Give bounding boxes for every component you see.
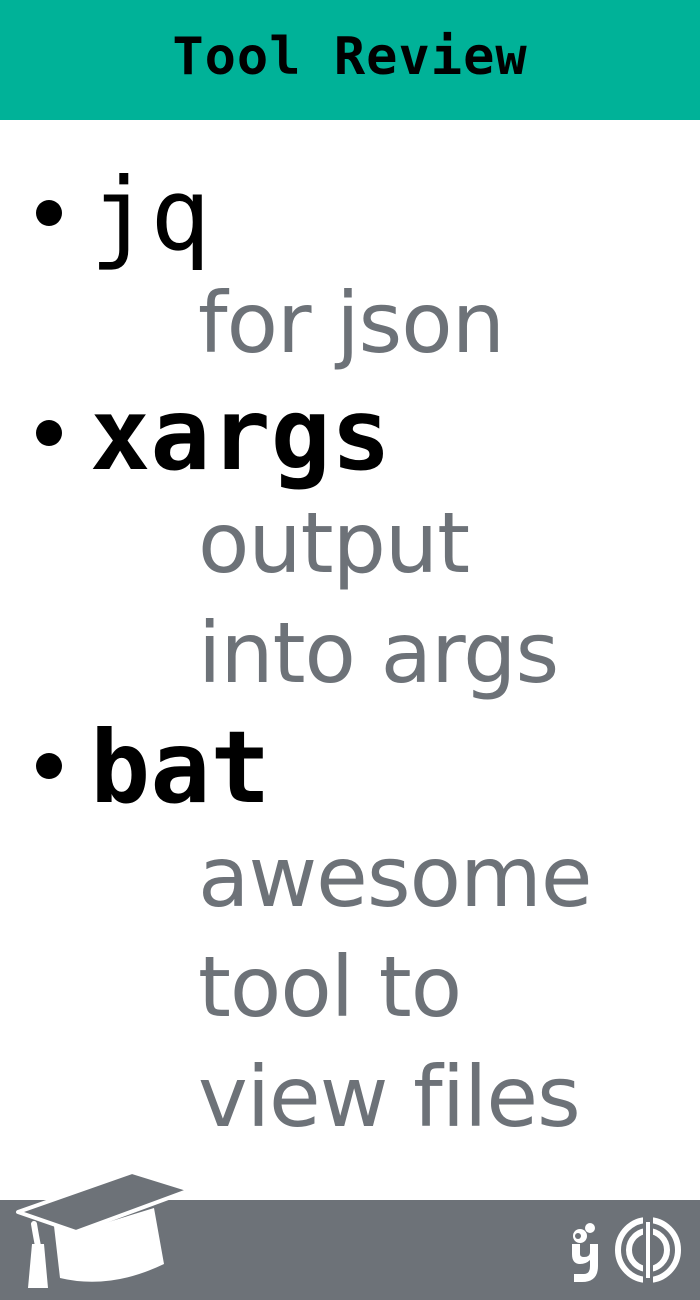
brand-logo-icon [572,1216,681,1284]
tool-name-jq: jq [90,156,211,273]
tool-description-line: tool to [198,938,462,1036]
page-title: Tool Review [172,27,528,87]
tool-description-line: for json [198,274,505,372]
graduation-cap-icon [16,1170,192,1288]
tool-description-line: into args [198,604,559,702]
tool-description-line: view files [198,1048,581,1146]
bullet-icon [36,200,62,226]
tool-name-xargs: xargs [90,376,392,493]
tool-description-line: output [198,494,470,592]
bullet-icon [36,753,62,779]
bullet-icon [36,420,62,446]
tool-name-bat: bat [90,709,271,826]
header-bar: Tool Review [0,0,700,120]
tool-description-line: awesome [198,828,593,926]
